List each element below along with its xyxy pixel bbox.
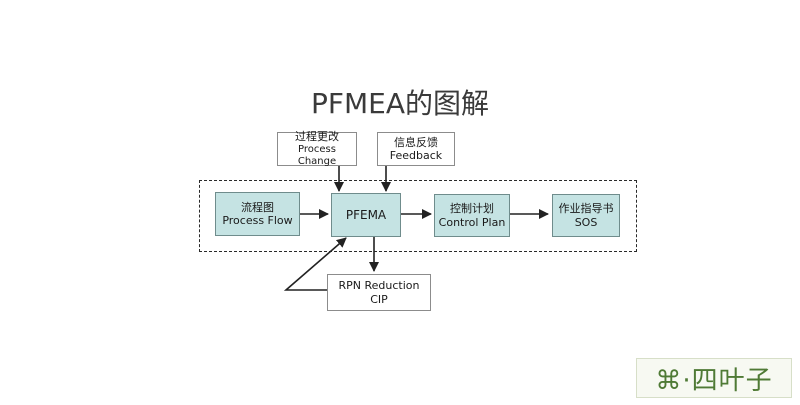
diagram-title: PFMEA的图解: [311, 87, 489, 120]
process-change-en: Process Change: [297, 143, 337, 167]
feedback-cn: 信息反馈: [394, 135, 438, 149]
feedback-en: Feedback: [389, 149, 443, 162]
sos-en: SOS: [574, 215, 598, 229]
pfema-box: PFEMA: [331, 193, 401, 237]
watermark-logo: ⌘·四叶子: [636, 358, 792, 398]
pfema-label: PFEMA: [345, 207, 387, 222]
process-flow-cn: 流程图: [241, 200, 274, 214]
feedback-box: 信息反馈 Feedback: [377, 132, 455, 166]
control-plan-en: Control Plan: [438, 215, 506, 229]
cip-label: CIP: [370, 292, 388, 306]
control-plan-box: 控制计划 Control Plan: [434, 194, 510, 237]
sos-box: 作业指导书 SOS: [552, 194, 620, 237]
arrow-rpn-feedback-loop: [283, 237, 347, 291]
rpn-reduction-label: RPN Reduction: [338, 279, 420, 293]
control-plan-cn: 控制计划: [450, 202, 494, 216]
process-change-box: 过程更改 Process Change: [277, 130, 357, 167]
process-boundary: [199, 180, 637, 252]
process-flow-en: Process Flow: [222, 214, 293, 227]
process-flow-box: 流程图 Process Flow: [215, 192, 300, 236]
sos-cn: 作业指导书: [558, 202, 614, 216]
rpn-reduction-box: RPN Reduction CIP: [327, 274, 431, 311]
process-change-cn: 过程更改: [295, 130, 339, 144]
